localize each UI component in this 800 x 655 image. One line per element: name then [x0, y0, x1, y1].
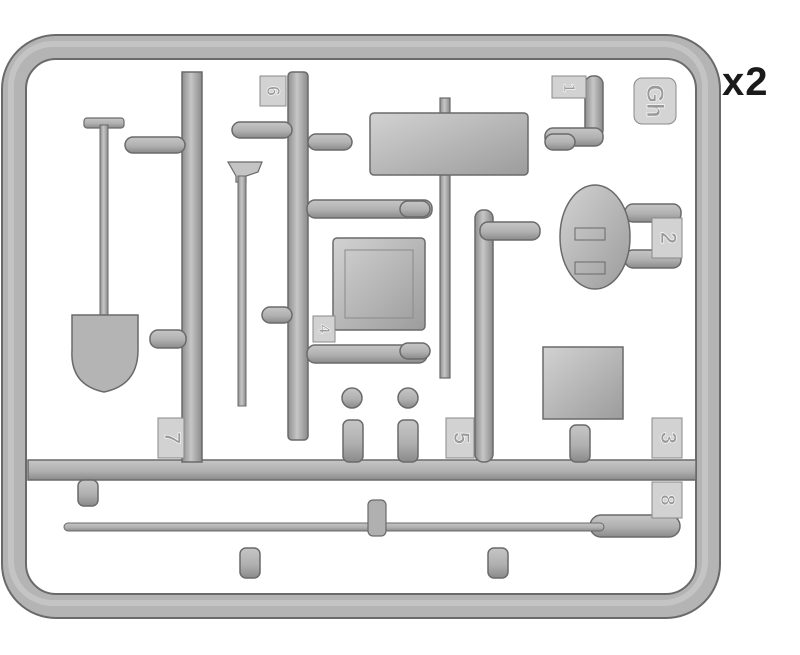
flat-panel-part — [542, 346, 624, 420]
part-number-2: 2 — [656, 232, 681, 244]
pickaxe-part — [226, 161, 263, 407]
runners — [27, 71, 697, 481]
part-number-5: 5 — [449, 432, 474, 444]
part-number-4: 4 — [315, 325, 332, 334]
sprue-code: Gh — [641, 84, 668, 117]
part-number-8: 8 — [656, 494, 678, 505]
shovel-part — [71, 117, 139, 393]
part-number-1: 1 — [560, 84, 577, 93]
part-number-tabs — [157, 75, 683, 519]
box-part — [332, 237, 426, 331]
quantity-multiplier: x2 — [722, 60, 769, 104]
gates — [77, 133, 682, 579]
part-number-7: 7 — [160, 432, 185, 444]
part-number-6: 6 — [263, 86, 283, 96]
long-rod-part — [63, 499, 605, 537]
oval-plate-part — [559, 184, 631, 290]
tag-plate-part — [369, 112, 529, 176]
part-number-3: 3 — [656, 432, 681, 444]
outer-frame — [1, 34, 721, 619]
